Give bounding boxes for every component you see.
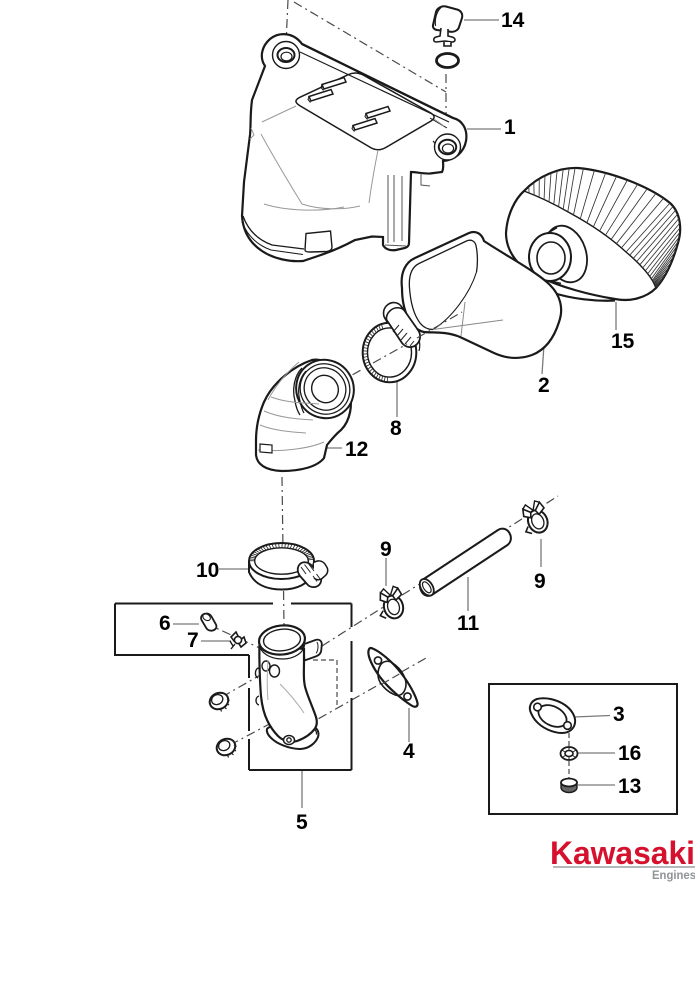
svg-text:11: 11 [457,612,480,635]
svg-text:12: 12 [345,438,368,461]
svg-text:9: 9 [534,570,546,593]
svg-text:9: 9 [380,538,392,561]
svg-text:Engines: Engines [652,868,695,882]
svg-text:4: 4 [403,740,415,763]
svg-text:3: 3 [613,703,625,726]
svg-text:13: 13 [618,775,641,798]
svg-text:1: 1 [504,116,516,139]
svg-text:14: 14 [501,9,525,32]
svg-text:8: 8 [390,417,402,440]
svg-text:15: 15 [611,330,635,353]
svg-text:16: 16 [618,742,641,765]
svg-text:2: 2 [538,374,550,397]
svg-text:10: 10 [196,559,219,582]
svg-text:6: 6 [159,612,171,635]
svg-text:7: 7 [187,629,199,652]
svg-text:Kawasaki: Kawasaki [550,835,695,871]
svg-text:5: 5 [296,811,308,834]
